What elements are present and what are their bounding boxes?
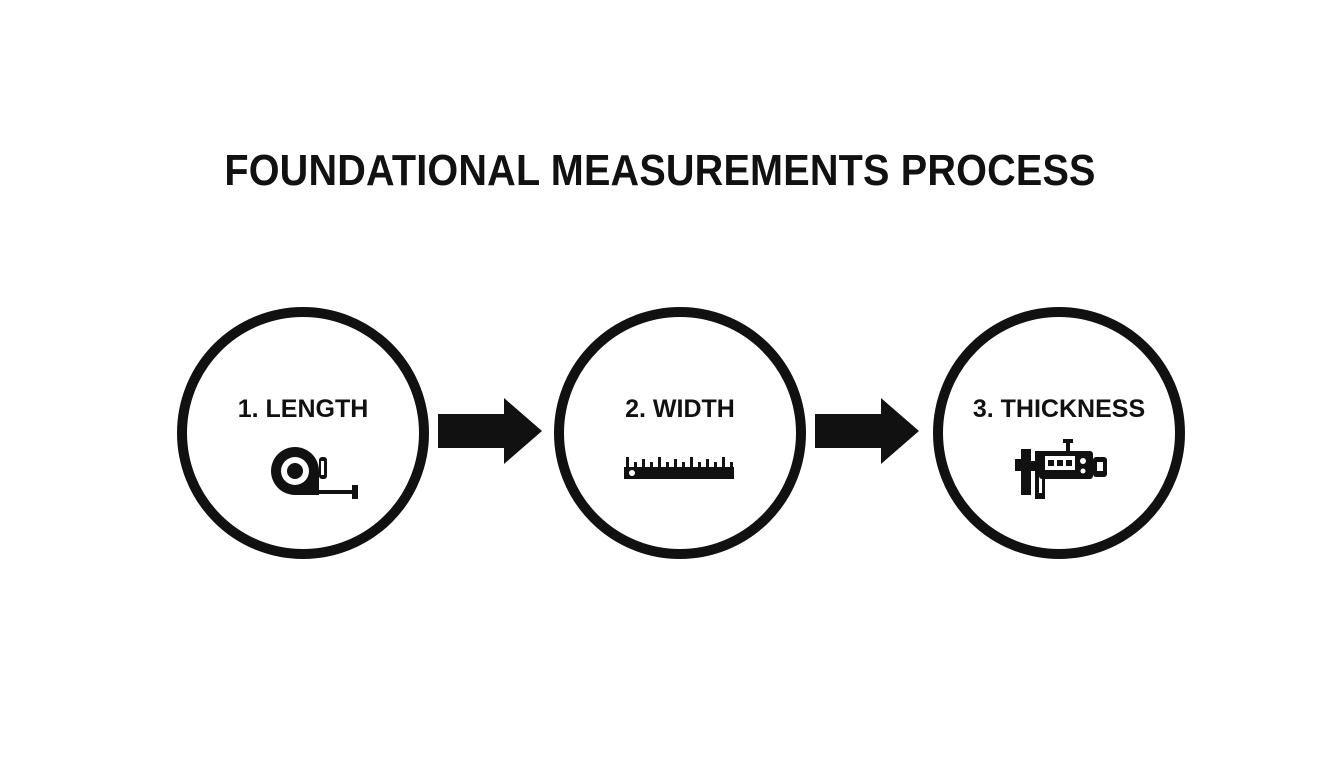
ruler-icon <box>624 457 734 479</box>
step-length: 1. LENGTH <box>177 307 429 559</box>
diagram-title: FOUNDATIONAL MEASUREMENTS PROCESS <box>224 146 1096 195</box>
step-label-length: 1. LENGTH <box>237 395 369 423</box>
step-label-width: 2. WIDTH <box>625 395 735 423</box>
arrow-right-icon <box>815 398 919 464</box>
arrow-right-icon <box>438 398 542 464</box>
step-label-thickness: 3. THICKNESS <box>972 395 1146 423</box>
step-thickness: 3. THICKNESS <box>933 307 1185 559</box>
caliper-icon <box>1015 439 1107 499</box>
step-width: 2. WIDTH <box>554 307 806 559</box>
tape-measure-icon <box>271 447 358 499</box>
